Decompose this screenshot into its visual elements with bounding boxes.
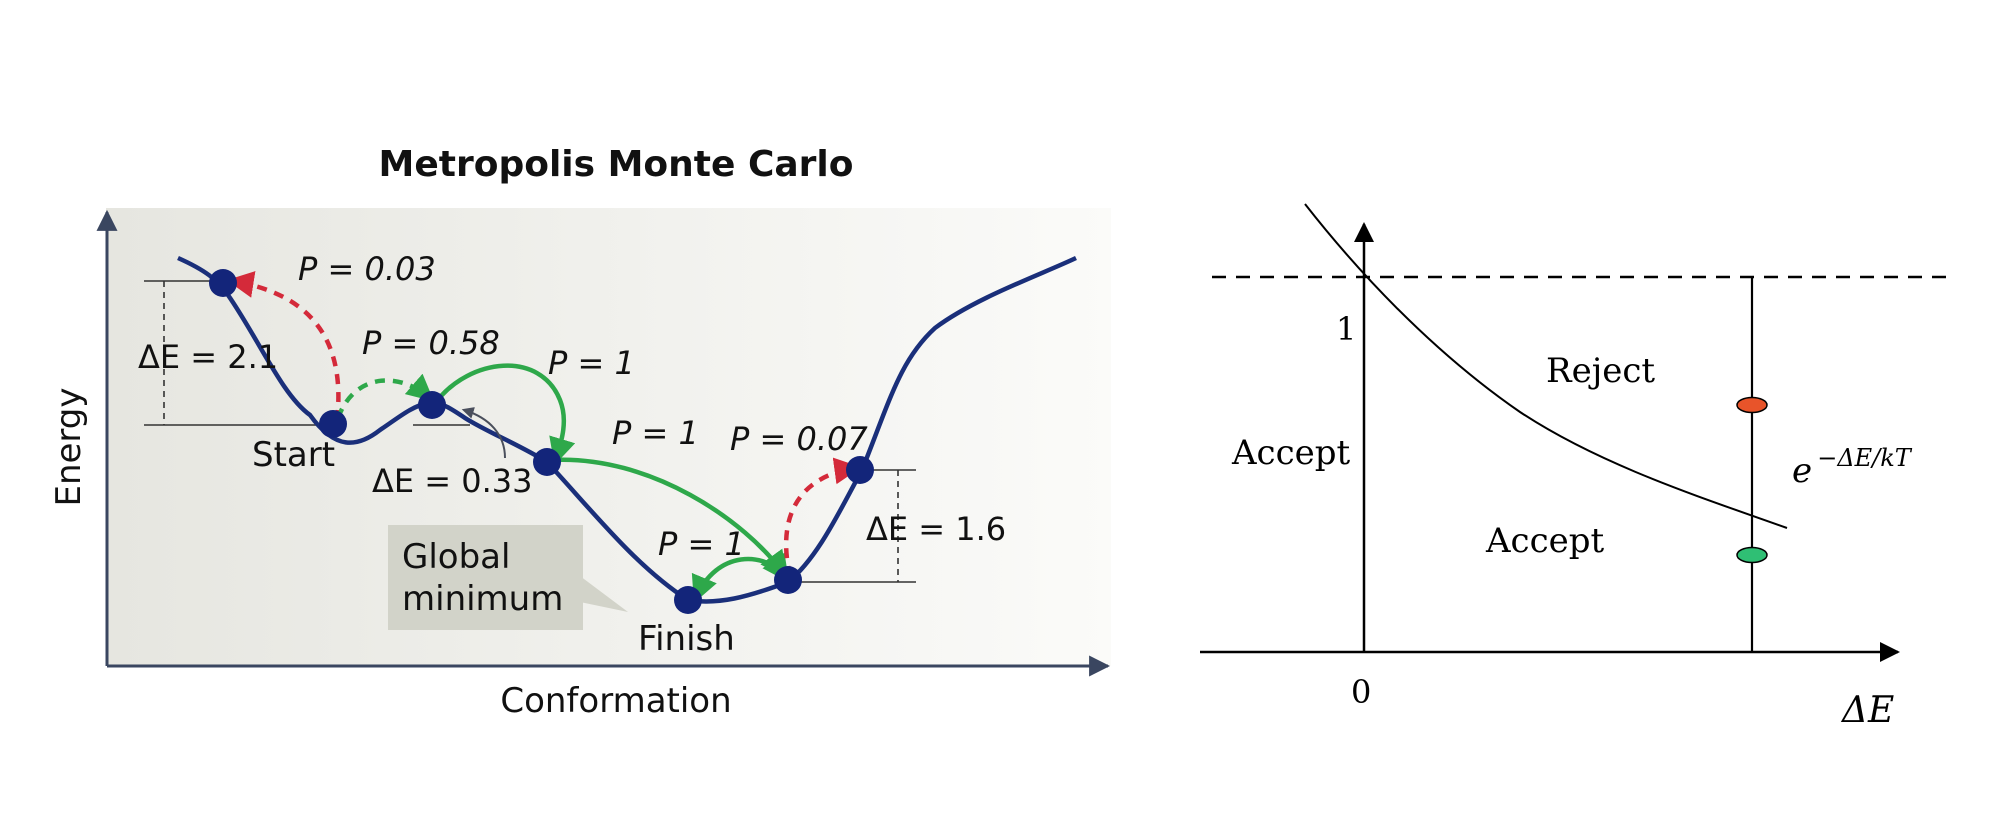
node-right-min xyxy=(774,566,802,594)
rejected-move-arrow-1 xyxy=(226,271,341,421)
node-right-high xyxy=(846,456,874,484)
rejected-move-arrow-2 xyxy=(783,457,862,577)
energy-landscape-panel: Metropolis Monte Carlo Conformation Ener… xyxy=(49,144,1111,721)
panel-background xyxy=(106,208,1111,666)
accepted-move-arrow-1 xyxy=(434,363,576,466)
y-axis-label: Energy xyxy=(49,387,89,506)
left-labels: P = 0.03 P = 0.58 P = 1 P = 1 P = 0.07 P… xyxy=(138,250,1006,659)
green-sample-marker xyxy=(1736,546,1768,564)
node-top xyxy=(209,269,237,297)
accepted-move-arrow-dashed xyxy=(335,373,435,419)
pointer-arrow xyxy=(461,407,506,459)
delta-e-21: ΔE = 2.1 xyxy=(138,338,278,376)
formula-base: e xyxy=(1792,451,1812,491)
node-slope xyxy=(533,448,561,476)
x-axis-label: Conformation xyxy=(500,681,731,721)
tick-one: 1 xyxy=(1336,310,1356,348)
global-minimum-line2: minimum xyxy=(402,579,563,619)
prob-058: P = 0.58 xyxy=(362,324,500,362)
node-finish xyxy=(674,586,702,614)
accepted-move-arrow-bidirectional xyxy=(691,552,790,603)
acceptance-formula: e −ΔE/kT xyxy=(1792,444,1913,491)
prob-003: P = 0.03 xyxy=(298,250,436,288)
global-minimum-line1: Global xyxy=(402,537,510,577)
delta-e-033: ΔE = 0.33 xyxy=(372,462,533,500)
acceptance-curve xyxy=(1304,203,1788,529)
node-start xyxy=(319,410,347,438)
move-arrows xyxy=(226,271,862,603)
panel-title: Metropolis Monte Carlo xyxy=(379,144,854,185)
global-minimum-callout: Global minimum xyxy=(388,525,628,630)
prob-1-b: P = 1 xyxy=(612,414,699,452)
right-labels: 1 0 Reject Accept Accept ΔE e −ΔE/kT xyxy=(1231,310,1913,731)
energy-curve xyxy=(177,255,1077,604)
red-sample-marker xyxy=(1736,396,1768,414)
prob-1-c: P = 1 xyxy=(658,525,745,563)
node-local-min xyxy=(418,391,446,419)
conformation-nodes xyxy=(209,269,874,614)
accept-upper-label: Accept xyxy=(1485,521,1605,561)
prob-007: P = 0.07 xyxy=(730,420,868,458)
delta-e-axis-label: ΔE xyxy=(1840,690,1894,731)
tick-zero: 0 xyxy=(1351,673,1371,711)
acceptance-panel: 1 0 Reject Accept Accept ΔE e −ΔE/kT xyxy=(1200,203,1950,731)
delta-e-16: ΔE = 1.6 xyxy=(866,510,1006,548)
finish-label: Finish xyxy=(638,619,735,659)
accept-left-label: Accept xyxy=(1231,433,1351,473)
prob-1-a: P = 1 xyxy=(548,344,635,382)
reject-label: Reject xyxy=(1546,351,1655,391)
formula-exponent: −ΔE/kT xyxy=(1817,444,1913,472)
start-label: Start xyxy=(252,435,335,475)
